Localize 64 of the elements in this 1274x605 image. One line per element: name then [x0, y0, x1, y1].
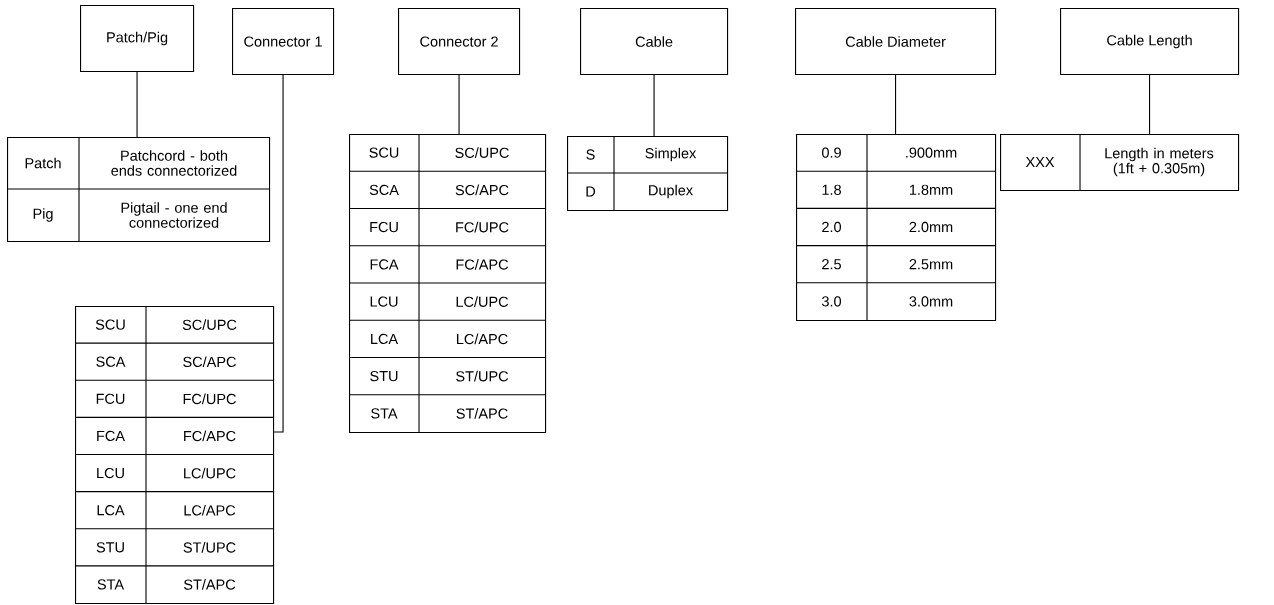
code-text: FCA	[370, 259, 399, 270]
code-text: SCA	[96, 356, 126, 367]
description-text: Patchcord - both ends connectorized	[111, 150, 237, 176]
header-box: Connector 1	[232, 8, 335, 76]
code-text: SCU	[95, 319, 125, 330]
connector-line	[458, 74, 460, 135]
description-text: Duplex	[649, 184, 693, 199]
code-text: SCU	[369, 147, 399, 158]
code-text: LCA	[97, 505, 125, 516]
code-text: SCA	[369, 184, 399, 196]
description-text: LC/APC	[184, 504, 236, 516]
header-box: Connector 2	[398, 8, 521, 76]
code-text: XXX	[1025, 157, 1055, 167]
code-text: 0.9	[822, 147, 841, 158]
description-text: Length in meters (1ft + 0.305m)	[1105, 147, 1214, 177]
description-text: FC/UPC	[456, 221, 509, 233]
code-text: FCU	[96, 393, 125, 404]
code-text: 3.0	[822, 296, 841, 307]
connector-line	[1149, 74, 1151, 135]
connector-line	[273, 74, 284, 433]
description-text: 1.8mm	[909, 184, 953, 195]
description-text: ST/APC	[184, 579, 236, 590]
code-text: LCU	[370, 296, 398, 307]
code-text: D	[586, 186, 596, 197]
code-text: STA	[97, 579, 125, 590]
description-text: Pigtail - one end connectorized	[121, 202, 227, 228]
code-text: S	[586, 149, 595, 160]
description-text: LC/APC	[457, 333, 508, 345]
description-text: ST/APC	[456, 408, 508, 419]
code-text: 2.5	[822, 259, 841, 270]
connector-line	[653, 74, 655, 137]
code-text: STU	[370, 370, 398, 382]
description-text: ST/UPC	[183, 542, 236, 553]
code-text: LCA	[371, 333, 399, 345]
description-text: 2.5mm	[909, 259, 953, 270]
code-text: FCU	[370, 221, 398, 233]
description-text: SC/UPC	[455, 147, 509, 158]
connector-line	[895, 74, 897, 135]
description-text: .900mm	[906, 147, 957, 158]
header-box: Patch/Pig	[80, 5, 195, 73]
header-box: Cable Length	[1060, 8, 1240, 76]
code-text: 1.8	[822, 184, 841, 195]
description-text: FC/APC	[184, 430, 236, 442]
description-text: FC/APC	[456, 259, 509, 270]
description-text: FC/UPC	[183, 393, 236, 405]
description-text: Simplex	[645, 147, 697, 162]
code-text: Pig	[33, 208, 53, 222]
code-text: LCU	[97, 467, 124, 479]
code-text: Patch	[25, 157, 61, 169]
code-text: STU	[96, 542, 124, 553]
description-text: LC/UPC	[184, 467, 236, 479]
header-box: Cable Diameter	[795, 8, 997, 76]
description-text: ST/UPC	[456, 370, 509, 382]
code-text: STA	[371, 408, 398, 419]
connector-line	[136, 71, 138, 138]
header-box: Cable	[580, 8, 729, 76]
description-text: 2.0mm	[909, 221, 953, 233]
description-text: SC/UPC	[182, 319, 237, 330]
description-text: SC/APC	[183, 356, 236, 368]
description-text: 3.0mm	[909, 296, 953, 307]
code-text: 2.0	[822, 221, 841, 233]
description-text: LC/UPC	[456, 296, 509, 307]
code-text: FCA	[97, 430, 125, 442]
description-text: SC/APC	[455, 184, 509, 196]
